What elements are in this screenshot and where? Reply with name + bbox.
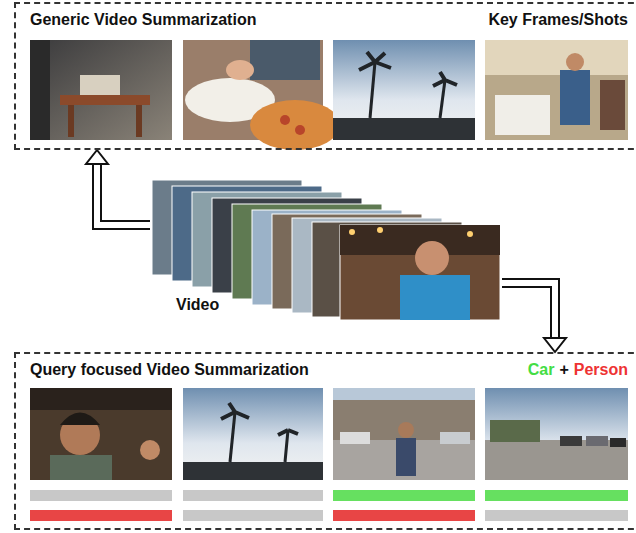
- video-stack: [152, 180, 500, 320]
- summary-panel: Generic Video Summarization Key Frames/Sh…: [14, 2, 636, 150]
- key-frame: [333, 388, 475, 480]
- key-frame: [183, 388, 323, 480]
- key-frame: [30, 40, 172, 140]
- hollow-arrow: [86, 150, 150, 225]
- query-row: Car+ Person: [528, 361, 628, 379]
- video-node: Video: [150, 178, 502, 323]
- key-frame: [30, 388, 172, 480]
- key-frame: [485, 40, 628, 140]
- key-frame: [183, 40, 340, 150]
- query-term: Car: [528, 361, 555, 379]
- summary-panel: Query focused Video Summarization Car+ Per…: [14, 352, 636, 530]
- query-term: Person: [574, 361, 628, 379]
- panel-title: Generic Video Summarization: [30, 11, 256, 29]
- relevance-bars: [30, 490, 628, 521]
- panel-title: Query focused Video Summarization: [30, 361, 309, 379]
- panel-title: Video: [176, 296, 219, 314]
- key-frame: [485, 388, 628, 480]
- key-frame: [333, 40, 475, 140]
- query-term: +: [559, 361, 568, 379]
- hollow-arrow: [502, 283, 566, 352]
- panel-label: Key Frames/Shots: [488, 11, 628, 29]
